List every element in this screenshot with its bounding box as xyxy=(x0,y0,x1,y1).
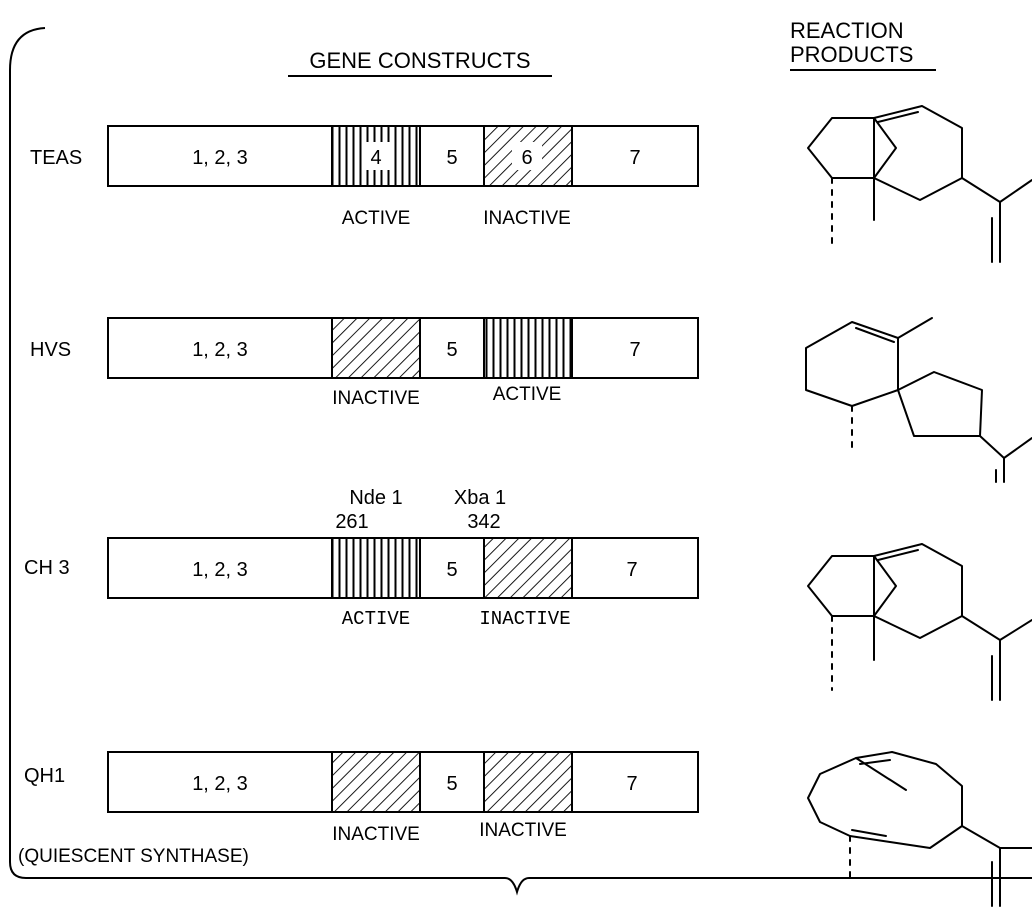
restriction-site-1-name: Nde 1 xyxy=(349,487,402,509)
status-label-a: INACTIVE xyxy=(332,824,420,845)
segment-4-label-bg xyxy=(362,142,390,170)
product-structure-qh1 xyxy=(807,751,1032,907)
construct-name: CH 3 xyxy=(24,557,70,579)
reaction-products-heading-line1: REACTION xyxy=(790,18,904,43)
segment-6-inactive xyxy=(483,751,573,813)
restriction-site-1-position: 261 xyxy=(335,511,368,533)
gene-constructs-heading: GENE CONSTRUCTS xyxy=(309,48,530,73)
segment-label-5: 5 xyxy=(446,339,457,361)
segment-label-5: 5 xyxy=(446,559,457,581)
segment-5 xyxy=(419,125,485,187)
segment-label-1-2-3: 1, 2, 3 xyxy=(192,339,248,361)
segment-label-6: 6 xyxy=(521,147,532,169)
segment-7 xyxy=(571,537,699,599)
segment-6-active xyxy=(483,317,573,379)
segment-label-7: 7 xyxy=(626,559,637,581)
status-label-b: ACTIVE xyxy=(493,384,562,405)
segment-7 xyxy=(571,751,699,813)
status-label-a: ACTIVE xyxy=(342,208,411,229)
quiescent-synthase-note: (QUIESCENT SYNTHASE) xyxy=(18,846,249,867)
product-structure-hvs xyxy=(805,317,1032,483)
segment-label-7: 7 xyxy=(626,773,637,795)
segment-label-5: 5 xyxy=(446,147,457,169)
segment-4-active xyxy=(331,537,421,599)
construct-qh1: QH1 1, 2, 3 5 7 INACTIVE INACTIVE (QUIES… xyxy=(18,751,699,867)
segment-1-2-3 xyxy=(107,537,333,599)
status-label-a: ACTIVE xyxy=(342,608,410,630)
segment-5 xyxy=(419,537,485,599)
status-label-b: INACTIVE xyxy=(479,608,570,630)
construct-ch3: Nde 1 261 Xba 1 342 CH 3 1, 2, 3 5 7 ACT… xyxy=(24,487,699,630)
segment-label-1-2-3: 1, 2, 3 xyxy=(192,773,248,795)
segment-label-1-2-3: 1, 2, 3 xyxy=(192,147,248,169)
segment-5 xyxy=(419,317,485,379)
segment-6-inactive xyxy=(483,537,573,599)
segment-1-2-3 xyxy=(107,317,333,379)
outer-bracket xyxy=(9,27,1032,896)
segment-label-4: 4 xyxy=(370,147,381,169)
segment-4-inactive xyxy=(331,317,421,379)
status-label-b: INACTIVE xyxy=(479,820,567,841)
segment-7 xyxy=(571,125,699,187)
construct-name: TEAS xyxy=(30,147,82,169)
restriction-site-2-position: 342 xyxy=(467,511,500,533)
product-structure-teas xyxy=(807,105,1032,263)
segment-label-5: 5 xyxy=(446,773,457,795)
status-label-b: INACTIVE xyxy=(483,208,571,229)
segment-6-label-bg xyxy=(512,142,542,170)
segment-label-1-2-3: 1, 2, 3 xyxy=(192,559,248,581)
restriction-site-2-name: Xba 1 xyxy=(454,487,506,509)
status-label-a: INACTIVE xyxy=(332,388,420,409)
segment-1-2-3 xyxy=(107,125,333,187)
segment-label-7: 7 xyxy=(629,147,640,169)
construct-teas: TEAS 1, 2, 3 4 5 6 7 ACTIVE INACTIVE xyxy=(30,125,699,229)
reaction-products-heading-line2: PRODUCTS xyxy=(790,42,913,67)
construct-hvs: HVS 1, 2, 3 5 7 INACTIVE ACTIVE xyxy=(30,317,699,409)
construct-name: QH1 xyxy=(24,765,65,787)
product-structure-ch3 xyxy=(807,543,1032,701)
segment-7 xyxy=(571,317,699,379)
construct-name: HVS xyxy=(30,339,71,361)
segment-5 xyxy=(419,751,485,813)
segment-4-inactive xyxy=(331,751,421,813)
segment-label-7: 7 xyxy=(629,339,640,361)
